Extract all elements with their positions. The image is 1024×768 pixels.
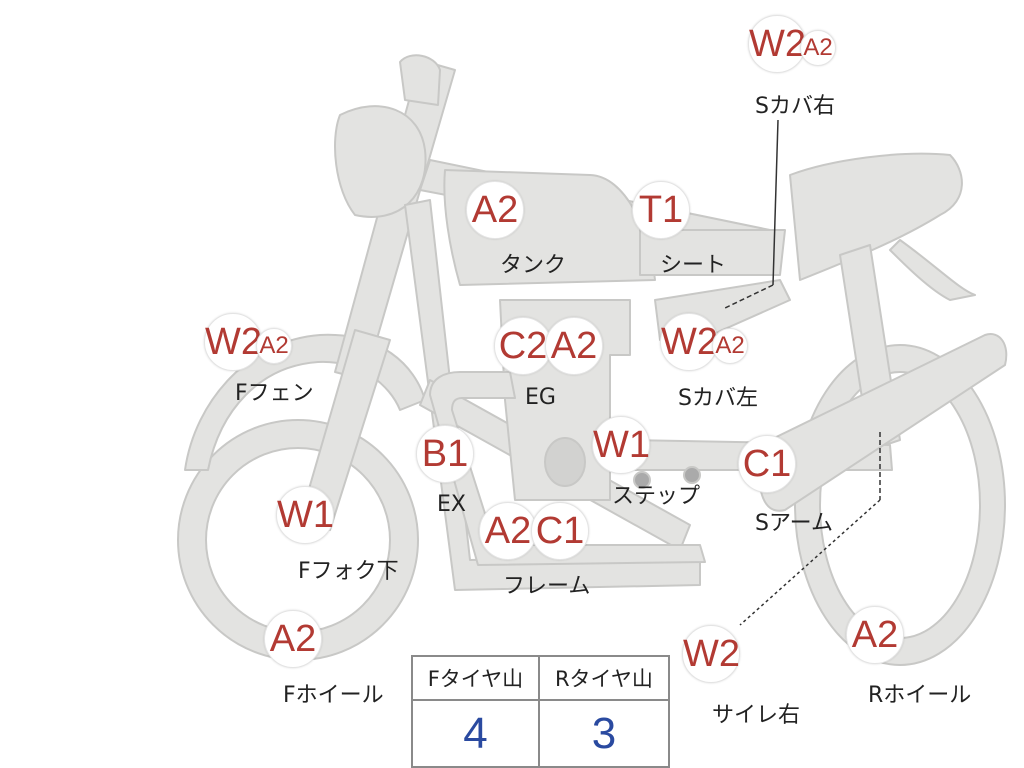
part-label: Fフォク下 — [298, 559, 399, 584]
handlebar-shape — [399, 54, 441, 106]
code-badge: A2 — [466, 181, 524, 239]
code-badge: W2 — [682, 625, 740, 683]
code-badge: A2 — [256, 328, 292, 364]
rear-fender-shape — [889, 239, 976, 301]
foot-peg-shape — [633, 471, 651, 489]
part-label: フレーム — [503, 574, 591, 599]
part-label: ステップ — [612, 484, 701, 509]
part-label: サイレ右 — [712, 703, 801, 728]
code-badge: W1 — [592, 416, 650, 474]
code-badge: W2 — [204, 313, 262, 371]
part-label: Sアーム — [755, 511, 833, 536]
code-badge: A2 — [479, 502, 537, 560]
front-tire-tread-header: Fタイヤ山 — [411, 655, 540, 701]
leader-line — [772, 119, 779, 286]
code-badge: C1 — [738, 435, 796, 493]
leader-line — [739, 499, 881, 626]
code-badge: A2 — [800, 30, 836, 66]
part-label: Fホイール — [283, 683, 384, 708]
part-label: Rホイール — [868, 683, 972, 708]
code-badge: W2 — [660, 313, 718, 371]
code-badge: C2 — [494, 317, 552, 375]
rear-tire-tread-value: 3 — [537, 699, 671, 768]
rear-cowl-shape — [789, 152, 963, 281]
code-badge: A2 — [846, 606, 904, 664]
frame-shape — [404, 199, 701, 591]
part-label: タンク — [500, 253, 567, 278]
tread-value-row: 4 3 — [411, 699, 671, 768]
headlight-shape — [334, 105, 427, 218]
front-tire-tread-value: 4 — [411, 699, 540, 768]
part-label: シート — [660, 253, 727, 278]
code-badge: T1 — [632, 181, 690, 239]
tread-header-row: Fタイヤ山 Rタイヤ山 — [411, 655, 671, 701]
part-label: Fフェン — [235, 381, 314, 406]
code-badge: W2 — [748, 15, 806, 73]
part-label: EG — [525, 385, 556, 410]
foot-peg-shape — [683, 466, 701, 484]
code-badge: A2 — [712, 328, 748, 364]
part-label: Sカバ左 — [678, 386, 758, 411]
part-label: Sカバ右 — [755, 94, 835, 119]
code-badge: A2 — [545, 317, 603, 375]
code-badge: C1 — [531, 502, 589, 560]
engine-cover-shape — [544, 437, 586, 487]
tire-tread-table: Fタイヤ山 Rタイヤ山 4 3 — [411, 655, 671, 768]
code-badge: W1 — [276, 486, 334, 544]
code-badge: A2 — [264, 610, 322, 668]
code-badge: B1 — [416, 425, 474, 483]
seat-shape — [639, 229, 786, 276]
part-label: EX — [437, 492, 466, 517]
rear-tire-tread-header: Rタイヤ山 — [537, 655, 671, 701]
leader-line — [724, 284, 774, 309]
